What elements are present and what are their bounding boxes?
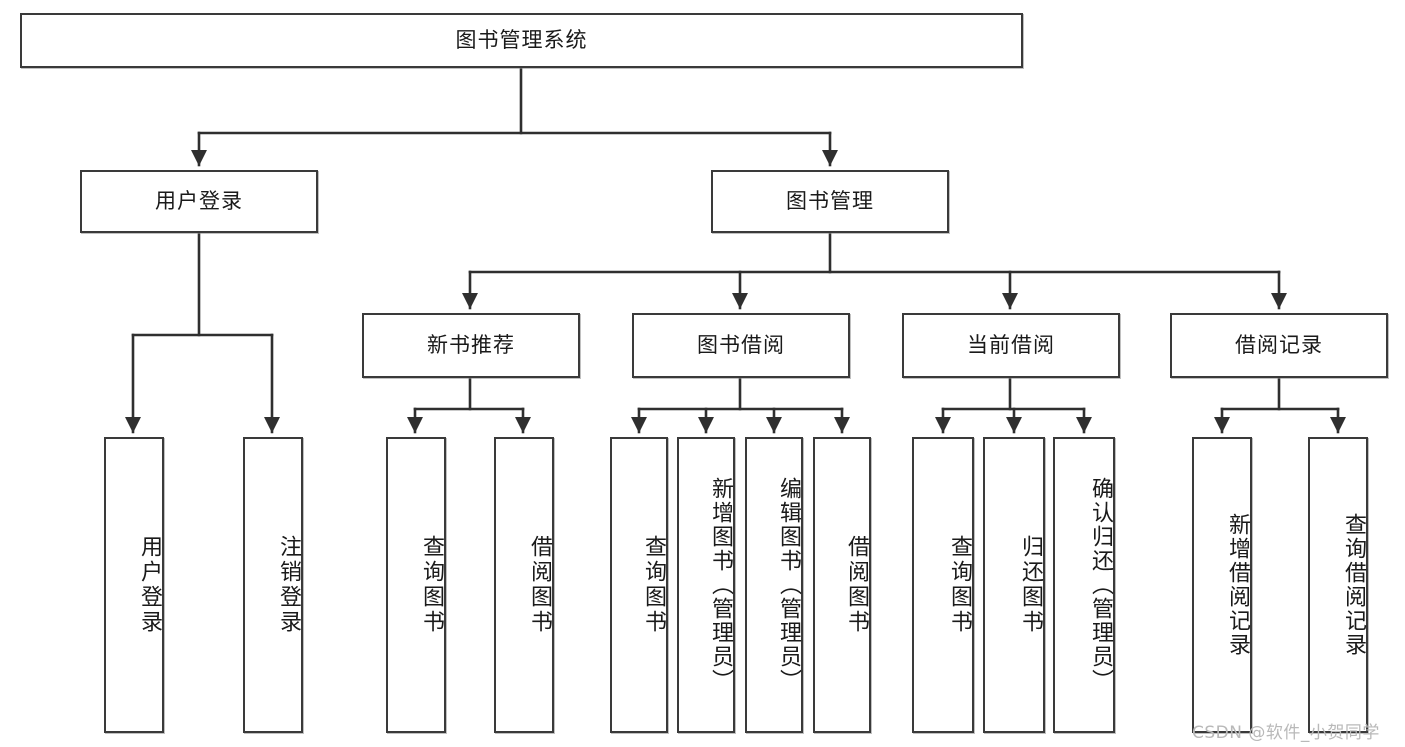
leaf-label: 新增借阅记录 [1225,513,1250,657]
leaf-user-login-2[interactable]: 注销登录 [243,437,303,733]
node-book-manage[interactable]: 图书管理 [711,170,949,233]
leaf-label: 编辑图书（管理员） [776,477,801,693]
leaf-label: 查询图书 [947,535,972,635]
node-root-label: 图书管理系统 [455,28,588,53]
node-new-book-rec-label: 新书推荐 [427,333,515,358]
node-borrow-record[interactable]: 借阅记录 [1170,313,1388,378]
leaf-current-borrow-2[interactable]: 归还图书 [983,437,1045,733]
leaf-user-login-1[interactable]: 用户登录 [104,437,164,733]
leaf-current-borrow-1[interactable]: 查询图书 [912,437,974,733]
leaf-label: 查询图书 [419,535,444,635]
node-borrow-record-label: 借阅记录 [1235,333,1323,358]
leaf-label: 用户登录 [137,535,162,635]
leaf-new-book-rec-1[interactable]: 查询图书 [386,437,446,733]
leaf-label: 注销登录 [276,535,301,635]
leaf-label: 借阅图书 [844,535,869,635]
leaf-label: 查询借阅记录 [1341,513,1366,657]
leaf-book-borrow-3[interactable]: 编辑图书（管理员） [745,437,803,733]
node-root[interactable]: 图书管理系统 [20,13,1023,68]
leaf-label: 借阅图书 [527,535,552,635]
node-current-borrow[interactable]: 当前借阅 [902,313,1120,378]
csdn-watermark: CSDN @软件_小贺同学 [1192,723,1380,743]
leaf-label: 归还图书 [1018,535,1043,635]
leaf-book-borrow-1[interactable]: 查询图书 [610,437,668,733]
node-book-borrow[interactable]: 图书借阅 [632,313,850,378]
leaf-label: 新增图书（管理员） [708,477,733,693]
leaf-new-book-rec-2[interactable]: 借阅图书 [494,437,554,733]
node-book-borrow-label: 图书借阅 [697,333,785,358]
leaf-borrow-record-2[interactable]: 查询借阅记录 [1308,437,1368,733]
leaf-borrow-record-1[interactable]: 新增借阅记录 [1192,437,1252,733]
leaf-label: 确认归还（管理员） [1088,477,1113,693]
node-new-book-rec[interactable]: 新书推荐 [362,313,580,378]
node-user-login[interactable]: 用户登录 [80,170,318,233]
leaf-label: 查询图书 [641,535,666,635]
node-current-borrow-label: 当前借阅 [967,333,1055,358]
leaf-book-borrow-2[interactable]: 新增图书（管理员） [677,437,735,733]
node-book-manage-label: 图书管理 [786,189,874,214]
node-user-login-label: 用户登录 [155,189,243,214]
leaf-book-borrow-4[interactable]: 借阅图书 [813,437,871,733]
leaf-current-borrow-3[interactable]: 确认归还（管理员） [1053,437,1115,733]
